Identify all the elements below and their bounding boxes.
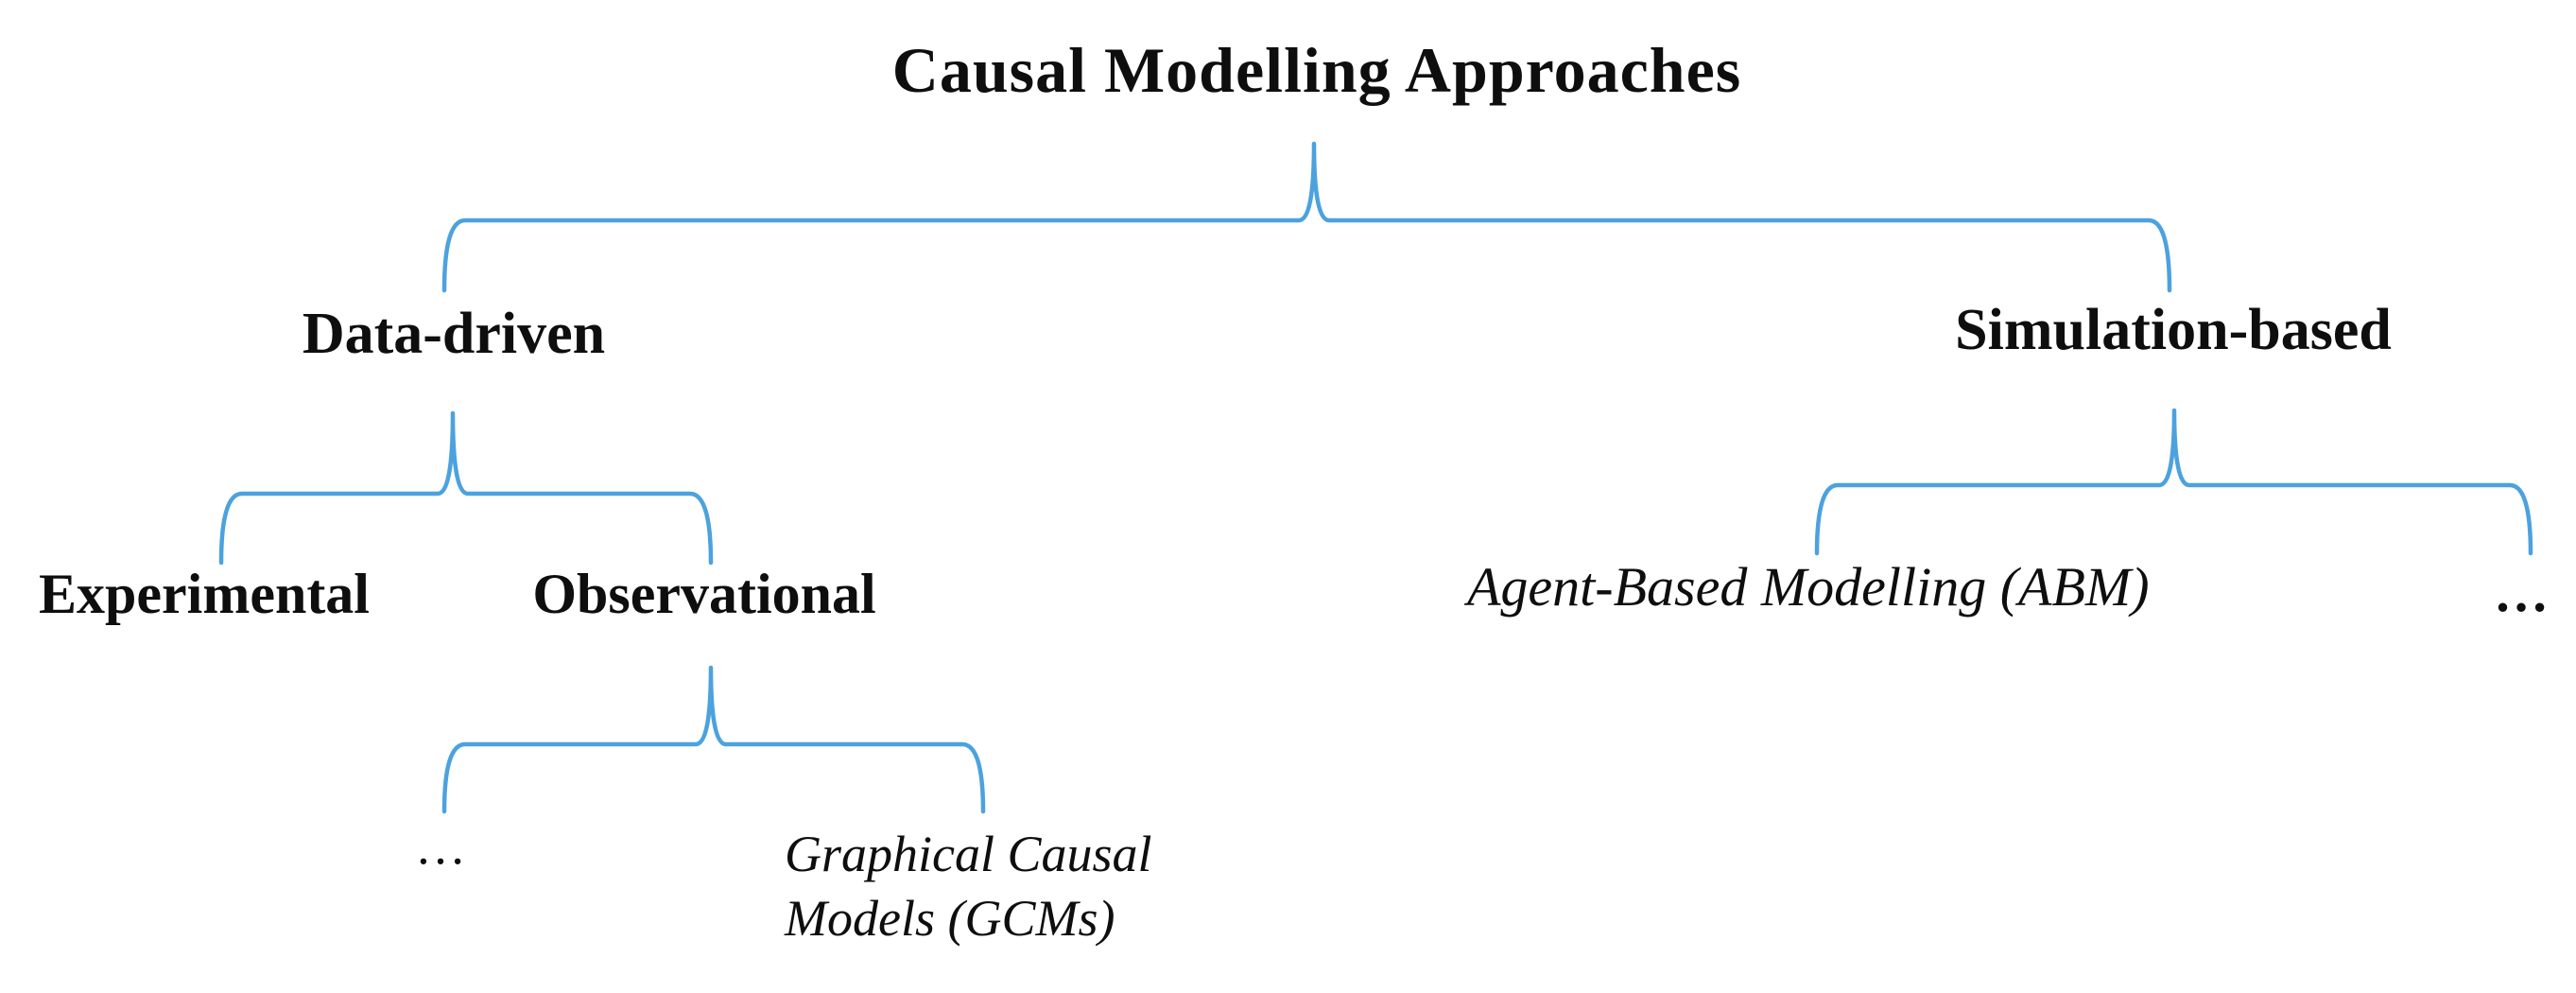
diagram-title: Causal Modelling Approaches (891, 34, 1742, 106)
brace-data-driven (218, 410, 714, 566)
node-graphical-causal-models: Graphical Causal Models (GCMs) (785, 826, 1152, 947)
brace-simulation-based (1814, 408, 2533, 556)
node-simulation-based: Simulation-based (1955, 298, 2392, 362)
node-ellipsis-simulation: … (2494, 562, 2549, 623)
node-experimental: Experimental (39, 563, 370, 625)
node-observational: Observational (532, 563, 876, 625)
node-ellipsis-observational: … (415, 818, 466, 875)
node-data-driven: Data-driven (302, 302, 606, 366)
brace-top (441, 141, 2172, 293)
node-agent-based-modelling: Agent-Based Modelling (ABM) (1467, 556, 2150, 618)
brace-observational (441, 665, 986, 814)
